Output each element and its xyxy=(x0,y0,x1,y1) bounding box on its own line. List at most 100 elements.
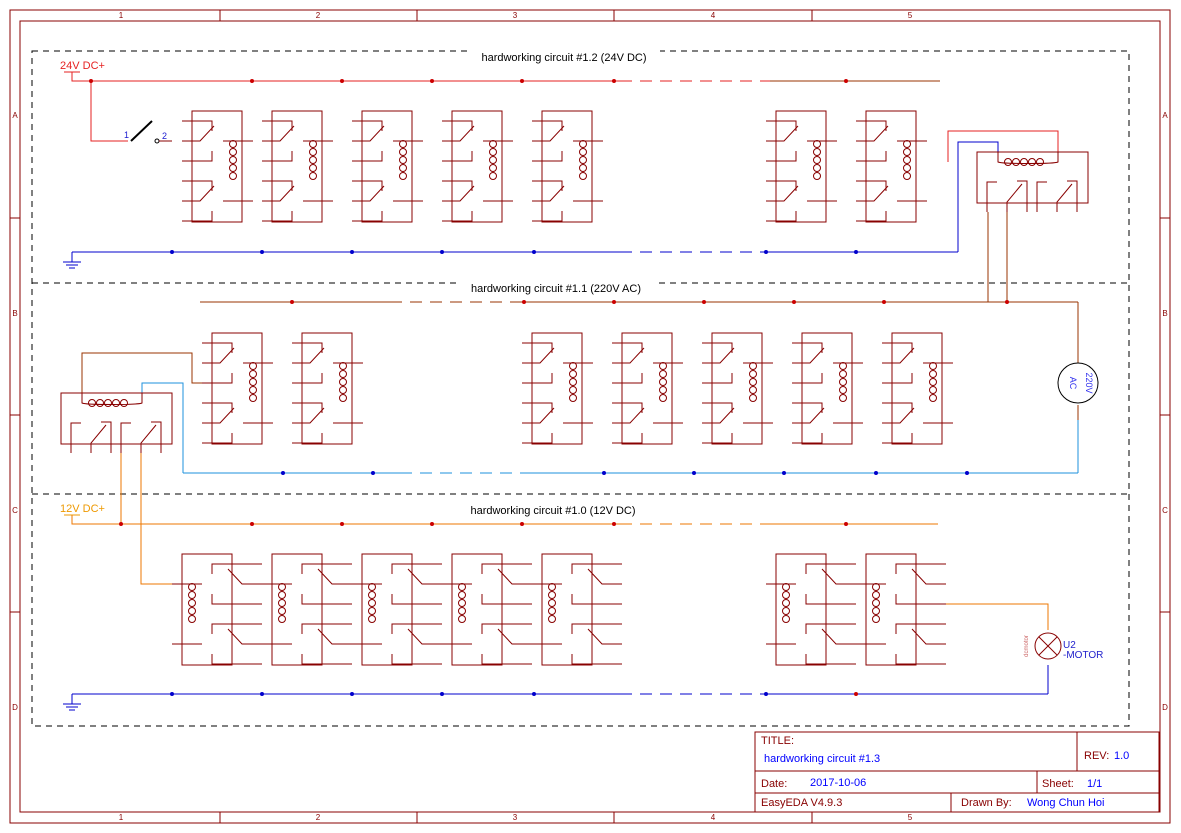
junction-dot xyxy=(702,300,706,304)
junction-dot xyxy=(281,471,285,475)
junction-dot xyxy=(350,250,354,254)
sheet-value: 1/1 xyxy=(1087,778,1102,790)
row-label-right: C xyxy=(1162,506,1168,515)
relay[interactable] xyxy=(262,553,352,666)
junction-dot xyxy=(522,300,526,304)
relay[interactable] xyxy=(262,110,333,223)
junction-dot xyxy=(371,471,375,475)
sheet-inner-border xyxy=(19,20,1161,813)
junction-dot xyxy=(340,79,344,83)
relay[interactable] xyxy=(292,332,363,445)
relay[interactable] xyxy=(532,553,622,666)
relay[interactable] xyxy=(792,332,863,445)
relay-control-220v[interactable] xyxy=(60,392,173,453)
motor-ref: U2 xyxy=(1063,640,1076,651)
relay[interactable] xyxy=(766,110,837,223)
junction-dot xyxy=(119,522,123,526)
motor-icon[interactable] xyxy=(1034,632,1062,660)
circuit-220v: 220V AC xyxy=(60,212,1099,585)
relay[interactable] xyxy=(856,110,927,223)
junction-dot xyxy=(340,522,344,526)
relay[interactable] xyxy=(172,553,262,666)
relay-array xyxy=(172,110,953,666)
junction-dot xyxy=(965,471,969,475)
column-label-bottom: 2 xyxy=(316,813,321,822)
switch-contact xyxy=(154,138,160,144)
relay[interactable] xyxy=(442,553,532,666)
rev-value: 1.0 xyxy=(1114,750,1129,762)
junction-dot xyxy=(882,300,886,304)
switch-blade[interactable] xyxy=(130,120,153,142)
junction-dot xyxy=(430,79,434,83)
relay[interactable] xyxy=(532,110,603,223)
sheet-border xyxy=(9,9,1171,824)
row-label-left: A xyxy=(12,111,18,120)
junction-dot xyxy=(532,250,536,254)
switch-pin1-label: 1 xyxy=(124,130,129,140)
junction-dot xyxy=(1005,300,1009,304)
software-version: EasyEDA V4.9.3 xyxy=(761,797,842,809)
junction-dot xyxy=(792,300,796,304)
column-label-top: 5 xyxy=(908,11,913,20)
ground-icon xyxy=(63,261,81,269)
sections-outline xyxy=(31,50,1130,727)
relay[interactable] xyxy=(766,553,856,666)
junction-dot xyxy=(260,692,264,696)
relay[interactable] xyxy=(182,110,253,223)
junction-dot xyxy=(854,250,858,254)
relay[interactable] xyxy=(352,110,423,223)
junction-dot xyxy=(290,300,294,304)
column-label-top: 1 xyxy=(119,11,124,20)
relay[interactable] xyxy=(702,332,773,445)
junction-dot xyxy=(89,79,93,83)
relay[interactable] xyxy=(522,332,593,445)
column-label-bottom: 5 xyxy=(908,813,913,822)
junction-dot xyxy=(170,692,174,696)
rev-label: REV: xyxy=(1084,750,1109,762)
junction-dot xyxy=(520,522,524,526)
junction-dot xyxy=(350,692,354,696)
motor-part-label: dcmotor xyxy=(1024,635,1030,657)
ground-icon xyxy=(63,703,81,711)
relay[interactable] xyxy=(442,110,513,223)
row-label-right: B xyxy=(1162,309,1167,318)
relay[interactable] xyxy=(882,332,953,445)
junction-dot xyxy=(250,522,254,526)
section-title-24v: hardworking circuit #1.2 (24V DC) xyxy=(481,52,646,64)
junction-dot xyxy=(764,250,768,254)
drawn-by-value: Wong Chun Hoi xyxy=(1027,797,1104,809)
junction-dot xyxy=(764,692,768,696)
title-block: TITLE: hardworking circuit #1.3 REV: 1.0… xyxy=(754,731,1160,813)
column-label-bottom: 1 xyxy=(119,813,124,822)
ac-source-icon xyxy=(1057,362,1099,404)
relay[interactable] xyxy=(856,553,946,666)
circuit-24v: 1 2 xyxy=(63,80,1059,269)
junctions xyxy=(89,79,1009,696)
relay[interactable] xyxy=(352,553,442,666)
relay-control-24v[interactable] xyxy=(976,151,1089,212)
title-value: hardworking circuit #1.3 xyxy=(764,753,880,765)
junction-dot xyxy=(520,79,524,83)
drawn-by-label: Drawn By: xyxy=(961,797,1012,809)
relay[interactable] xyxy=(612,332,683,445)
row-label-right: A xyxy=(1162,111,1168,120)
switch-pin2-label: 2 xyxy=(162,131,167,141)
supply-label-12v: 12V DC+ xyxy=(60,503,105,515)
junction-dot xyxy=(532,692,536,696)
junction-dot xyxy=(844,79,848,83)
supply-label-24v: 24V DC+ xyxy=(60,60,105,72)
junction-dot xyxy=(844,522,848,526)
column-label-top: 2 xyxy=(316,11,321,20)
column-label-bottom: 3 xyxy=(513,813,518,822)
section-title-12v: hardworking circuit #1.0 (12V DC) xyxy=(470,505,635,517)
column-label-bottom: 4 xyxy=(711,813,716,822)
ac-source-label: AC xyxy=(1068,377,1078,390)
date-label: Date: xyxy=(761,778,787,790)
junction-dot xyxy=(430,522,434,526)
circuit-12v: U2 -MOTOR dcmotor xyxy=(63,523,1103,711)
row-label-left: D xyxy=(12,703,18,712)
relay[interactable] xyxy=(202,332,273,445)
frame-grid-ticks xyxy=(10,10,1170,823)
junction-dot xyxy=(440,250,444,254)
